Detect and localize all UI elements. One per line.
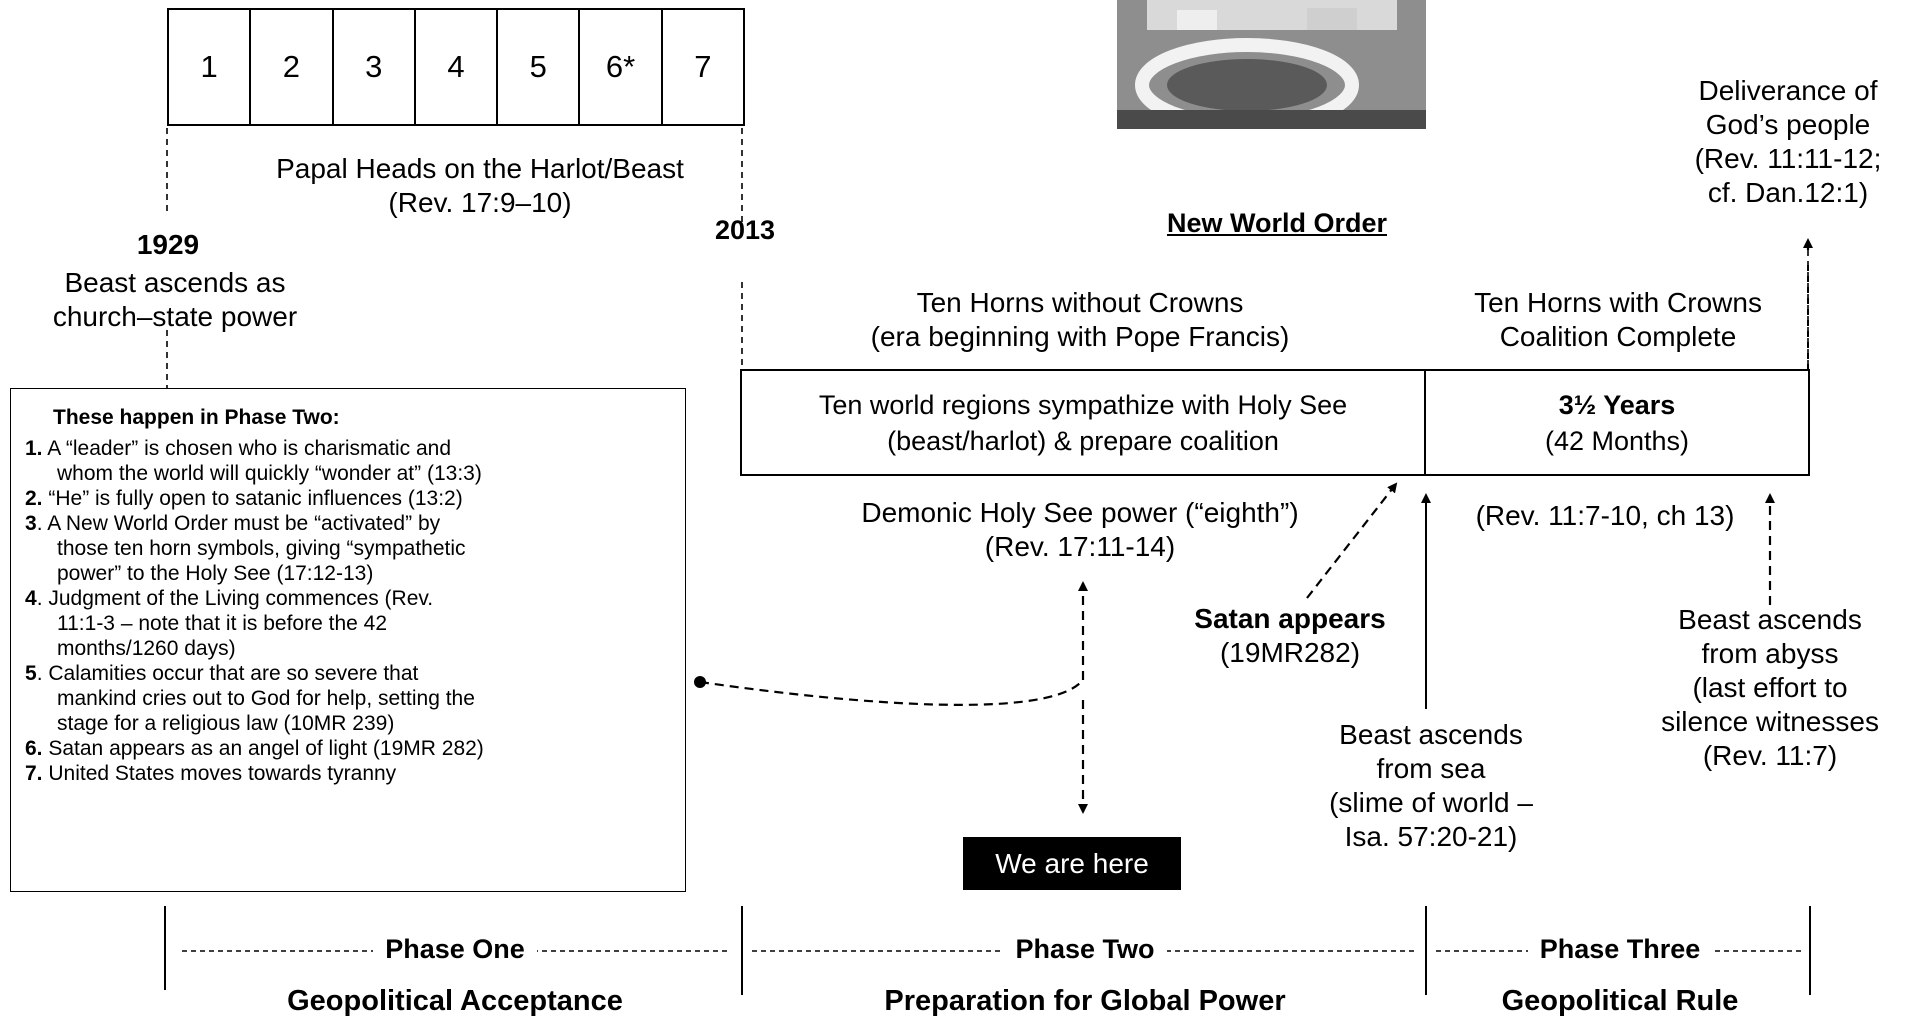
- beast-from-sea-caption: Beast ascends from sea (slime of world –…: [1329, 719, 1533, 852]
- list-item-text: . Calamities occur that are so severe th…: [36, 662, 419, 685]
- years-title: 3½ Years: [1558, 389, 1676, 420]
- list-item: 3. A New World Order must be “activated”…: [25, 511, 675, 586]
- list-item-continuation: 11:1-3 – note that it is before the 42: [57, 612, 388, 635]
- list-item-number: 4: [25, 587, 37, 610]
- new-world-order-heading: New World Order: [1166, 208, 1388, 238]
- years-subtitle: (42 Months): [1544, 425, 1690, 456]
- year-2013: 2013: [714, 215, 776, 245]
- demonic-holy-see: Demonic Holy See power (“eighth”) (Rev. …: [861, 497, 1299, 562]
- list-item-number: 6.: [25, 737, 43, 760]
- list-item-number: 5: [25, 662, 37, 685]
- list-item-number: 7.: [25, 762, 43, 785]
- heads-caption: Papal Heads on the Harlot/Beast (Rev. 17…: [276, 153, 684, 218]
- list-item-text: A “leader” is chosen who is charismatic …: [42, 437, 452, 460]
- list-item-text: . A New World Order must be “activated” …: [36, 512, 441, 535]
- phase-three: Phase Three: [1440, 934, 1800, 965]
- list-item-continuation: power” to the Holy See (17:12-13): [57, 562, 374, 585]
- list-item-continuation: mankind cries out to God for help, setti…: [57, 687, 475, 710]
- phase-two-title: Phase Two: [1003, 934, 1167, 964]
- list-item: 6. Satan appears as an angel of light (1…: [25, 736, 675, 761]
- list-item-continuation: those ten horn symbols, giving “sympathe…: [57, 537, 466, 560]
- list-item-number: 1.: [25, 437, 43, 460]
- horns-without-crowns: Ten Horns without Crowns (era beginning …: [870, 287, 1290, 352]
- phase-three-title: Phase Three: [1527, 934, 1713, 964]
- deliverance-caption: Deliverance of God’s people (Rev. 11:11-…: [1694, 75, 1882, 208]
- phase-one-subtitle: Geopolitical Acceptance: [287, 985, 623, 1017]
- rev-ch13-ref: (Rev. 11:7-10, ch 13): [1475, 500, 1735, 531]
- list-item-continuation: months/1260 days): [57, 637, 236, 660]
- satan-appears-caption: Satan appears (19MR282): [1194, 603, 1386, 668]
- timeline-box: Ten world regions sympathize with Holy S…: [740, 369, 1810, 476]
- regions-cell: Ten world regions sympathize with Holy S…: [742, 371, 1426, 474]
- list-item-text: “He” is fully open to satanic influences…: [42, 487, 463, 510]
- papal-head-cell: 7: [694, 49, 712, 84]
- list-item-continuation: whom the world will quickly “wonder at” …: [57, 462, 482, 485]
- papal-head-cell: 6*: [580, 10, 663, 124]
- list-item-number: 2.: [25, 487, 43, 510]
- st-peters-square-photo: [1117, 0, 1426, 129]
- phase-three-subtitle: Geopolitical Rule: [1501, 985, 1739, 1017]
- phase-two-list-heading: These happen in Phase Two:: [53, 406, 340, 429]
- phase-two-events-list: These happen in Phase Two: 1. A “leader”…: [10, 388, 686, 892]
- list-item-text: Satan appears as an angel of light (19MR…: [42, 737, 484, 760]
- papal-head-cell: 3: [334, 10, 416, 124]
- list-item-number: 3: [25, 512, 37, 535]
- years-cell: 3½ Years (42 Months): [1426, 371, 1808, 474]
- beast-from-abyss-caption: Beast ascends from abyss (last effort to…: [1661, 604, 1879, 771]
- list-item: 2. “He” is fully open to satanic influen…: [25, 486, 675, 511]
- arrow-satan-appears: [1306, 482, 1398, 599]
- list-item: 5. Calamities occur that are so severe t…: [25, 661, 675, 736]
- list-item: 1. A “leader” is chosen who is charismat…: [25, 436, 675, 486]
- papal-head-cell: 2: [251, 10, 334, 124]
- we-are-here-marker: We are here: [963, 837, 1181, 890]
- list-item: 7. United States moves towards tyranny: [25, 761, 675, 786]
- phase-two-subtitle: Preparation for Global Power: [884, 985, 1286, 1017]
- phase-two-list-items: 1. A “leader” is chosen who is charismat…: [25, 436, 675, 786]
- phase-one: Phase One: [190, 934, 720, 965]
- list-item-continuation: stage for a religious law (10MR 239): [57, 712, 395, 735]
- papal-head-cell: 4: [416, 10, 499, 124]
- year-1929: 1929: [136, 229, 200, 260]
- list-item: 4. Judgment of the Living commences (Rev…: [25, 586, 675, 661]
- beast-1929-caption: Beast ascends as church–state power: [52, 267, 298, 332]
- horns-with-crowns: Ten Horns with Crowns Coalition Complete: [1474, 287, 1762, 352]
- phase-two: Phase Two: [760, 934, 1410, 965]
- papal-head-cell: 1: [169, 10, 252, 124]
- papal-head-cell: 5: [498, 10, 581, 124]
- list-item-text: United States moves towards tyranny: [42, 762, 397, 785]
- connector-phase-two-list: [699, 679, 1084, 706]
- list-item-text: . Judgment of the Living commences (Rev.: [36, 587, 434, 610]
- phase-one-title: Phase One: [373, 934, 537, 964]
- connector-dot: [694, 676, 706, 688]
